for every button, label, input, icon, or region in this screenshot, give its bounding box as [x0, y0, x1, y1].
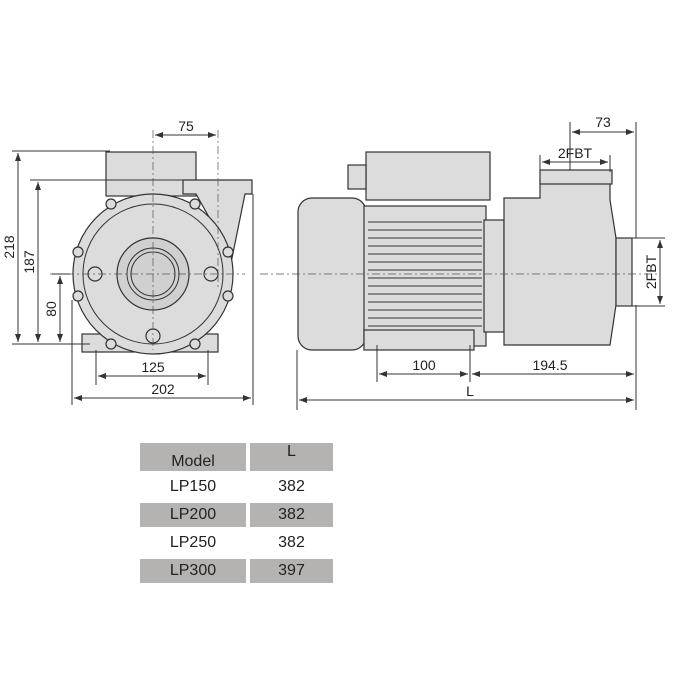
- dim-187: 187: [21, 250, 37, 274]
- bolt-hole: [222, 246, 234, 258]
- table-row: LP150 382: [140, 475, 333, 499]
- bolt-hole: [189, 198, 201, 210]
- cell-l: 397: [250, 559, 333, 583]
- dim-75: 75: [178, 118, 194, 134]
- table-row: LP250 382: [140, 531, 333, 555]
- dim-100: 100: [412, 357, 436, 373]
- front-view: 75 218 187 80 125 202: [1, 118, 254, 405]
- side-view: 73 2FBT 2FBT 100 194.5 L: [260, 114, 665, 410]
- bolt-hole: [72, 246, 84, 258]
- bolt-hole: [189, 338, 201, 350]
- cell-model: LP150: [169, 478, 217, 495]
- dim-218: 218: [1, 235, 17, 259]
- cell-l: 382: [278, 534, 305, 551]
- cell-l: 382: [278, 478, 305, 495]
- dim-125: 125: [141, 359, 165, 375]
- header-model: Model: [140, 443, 246, 471]
- dim-194-5: 194.5: [532, 357, 567, 373]
- bolt-hole: [72, 290, 84, 302]
- table-header: Model L: [140, 443, 333, 471]
- bolt-hole: [222, 290, 234, 302]
- bolt-hole: [105, 338, 117, 350]
- bolt-hole: [105, 198, 117, 210]
- dim-2fbt-top: 2FBT: [558, 145, 593, 161]
- dim-2fbt-side: 2FBT: [643, 254, 659, 289]
- cell-model: LP200: [140, 503, 246, 527]
- cell-model: LP250: [169, 534, 217, 551]
- dim-73: 73: [595, 114, 611, 130]
- header-l: L: [250, 443, 333, 471]
- dim-202: 202: [151, 381, 175, 397]
- dim-80: 80: [43, 301, 59, 317]
- cell-model: LP300: [140, 559, 246, 583]
- dim-L: L: [466, 383, 474, 399]
- cell-l: 382: [250, 503, 333, 527]
